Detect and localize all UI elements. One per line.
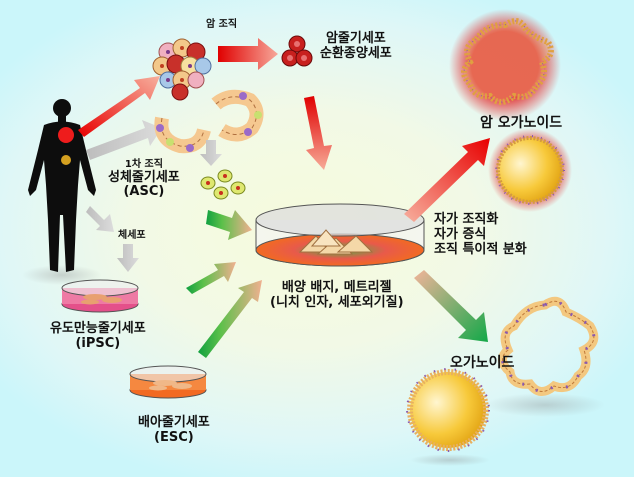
culture-media-label-line1: 배양 배지, 메트리젤 xyxy=(281,280,392,295)
esc-label-name: 배아줄기세포 xyxy=(138,415,210,430)
ipsc-dish-icon xyxy=(61,279,139,313)
human-body-icon xyxy=(22,99,102,285)
arrow-somatic-to-ipsc xyxy=(117,244,139,272)
culture-media-label: 배양 배지, 메트리젤 (니치 인자, 세포외기질) xyxy=(270,280,404,311)
adult-stem-cells xyxy=(200,169,246,200)
ipsc-label-name: 유도만능줄기세포 xyxy=(50,321,146,336)
process-differentiation: 조직 특이적 분화 xyxy=(434,241,527,257)
cancer-organoid-sphere-icon xyxy=(488,128,572,212)
arrow-body-to-tumor-tissue xyxy=(78,76,160,137)
primary-tissue-cells xyxy=(154,89,264,154)
organoid-sphere-icon xyxy=(406,368,490,466)
process-self-organization: 자가 조직화 xyxy=(434,212,499,227)
culture-dish-icon xyxy=(255,203,425,267)
esc-dish-icon xyxy=(129,365,207,399)
cancer-stem-cells-label-line2: 순환종양세포 xyxy=(320,45,392,61)
esc-label-abbr: (ESC) xyxy=(154,429,194,445)
adult-stem-cell-label: 성체줄기세포 xyxy=(108,169,180,185)
organoid-flower-icon xyxy=(485,296,605,417)
primary-tissue-label: 1차 조직 xyxy=(124,159,163,170)
ipsc-label: 유도만능줄기세포 (iPSC) xyxy=(50,321,146,352)
arrow-culture-to-cancer-organoid xyxy=(404,138,490,222)
cancer-stem-cells xyxy=(281,35,313,67)
tumor-site-marker xyxy=(58,127,74,143)
organoid-label: 오가노이드 xyxy=(450,355,515,371)
cancer-stem-cells-label: 암줄기세포 순환종양세포 xyxy=(320,31,392,62)
adult-stem-cell-abbr: (ASC) xyxy=(123,184,165,200)
arrow-culture-to-organoid xyxy=(414,270,488,342)
arrow-tumor-to-csc xyxy=(218,38,278,70)
culture-media-label-line2: (니치 인자, 세포외기질) xyxy=(270,294,404,310)
cancer-stem-cells-label-line1: 암줄기세포 xyxy=(325,31,386,46)
cancer-organoid-label: 암 오가노이드 xyxy=(480,115,563,131)
arrow-csc-to-culture xyxy=(304,96,332,170)
ipsc-label-abbr: (iPSC) xyxy=(75,335,121,351)
arrow-tissue-to-asc xyxy=(200,140,222,166)
esc-label: 배아줄기세포 (ESC) xyxy=(138,415,210,446)
process-label: 자가 조직화 자가 증식 조직 특이적 분화 xyxy=(434,212,527,258)
arrow-ipsc-to-culture xyxy=(186,262,236,294)
asc-label: 1차 조직 성체줄기세포 (ASC) xyxy=(108,159,180,200)
arrow-esc-to-culture xyxy=(198,280,262,358)
tumor-tissue-cells xyxy=(152,38,212,101)
tumor-tissue-label: 암 조직 xyxy=(206,19,238,30)
cancer-organoid-flower-icon xyxy=(449,9,561,121)
arrow-body-to-somatic xyxy=(86,206,114,232)
somatic-cell-label: 체세포 xyxy=(118,230,146,241)
process-self-renewal: 자가 증식 xyxy=(434,226,487,242)
tissue-site-marker xyxy=(61,155,71,165)
arrow-body-to-normal-tissue xyxy=(86,120,162,160)
arrow-asc-to-culture xyxy=(206,210,252,240)
